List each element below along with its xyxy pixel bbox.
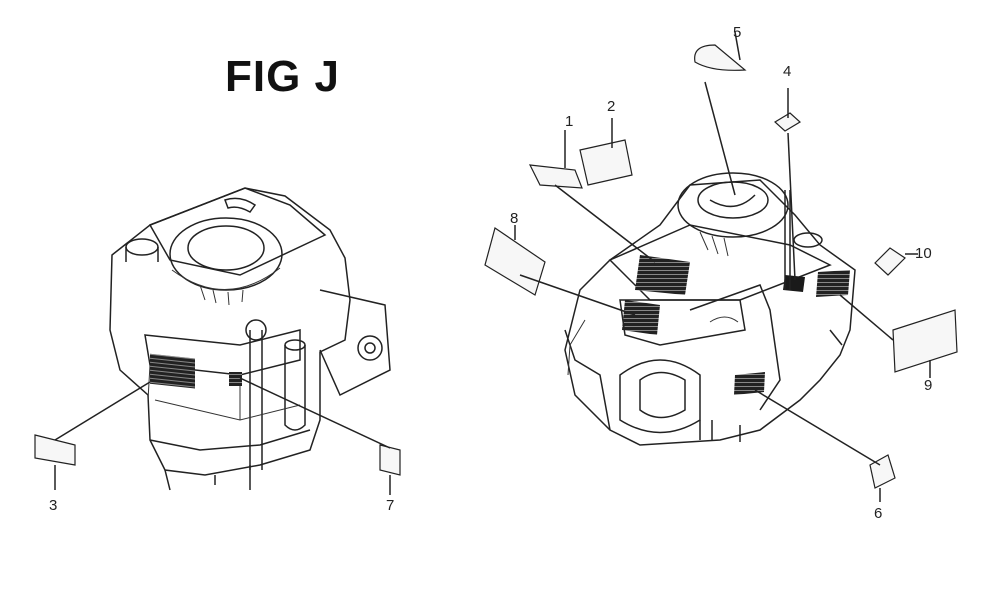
decal-6-mounted [734,372,765,395]
decal-1-mounted [635,255,690,295]
decal-3 [34,434,76,466]
callout-10: 10 [915,245,932,262]
left-engine [109,187,391,491]
callout-5: 5 [733,24,742,41]
callout-4: 4 [783,63,792,80]
callout-9: 9 [924,377,933,394]
decal-1 [528,164,583,189]
decal-2 [579,139,633,186]
callout-8: 8 [510,210,519,227]
leader-lines [54,31,931,502]
decal-6 [869,454,896,489]
callout-1: 1 [565,113,574,130]
callout-3: 3 [49,497,58,514]
right-engine [564,172,856,446]
callout-2: 2 [607,98,616,115]
decal-4-mounted [783,275,805,292]
decal-4 [773,112,802,132]
callout-7: 7 [386,497,395,514]
decal-5 [694,44,747,71]
decal-9-mounted [816,270,850,297]
decal-7-mounted [229,372,242,386]
decal-8-mounted [622,300,660,335]
callout-6: 6 [874,505,883,522]
decal-3-mounted [150,353,195,389]
decal-10 [874,247,906,276]
decal-9 [892,309,958,373]
decal-7 [379,444,401,476]
figure-title: FIG J [225,52,341,101]
